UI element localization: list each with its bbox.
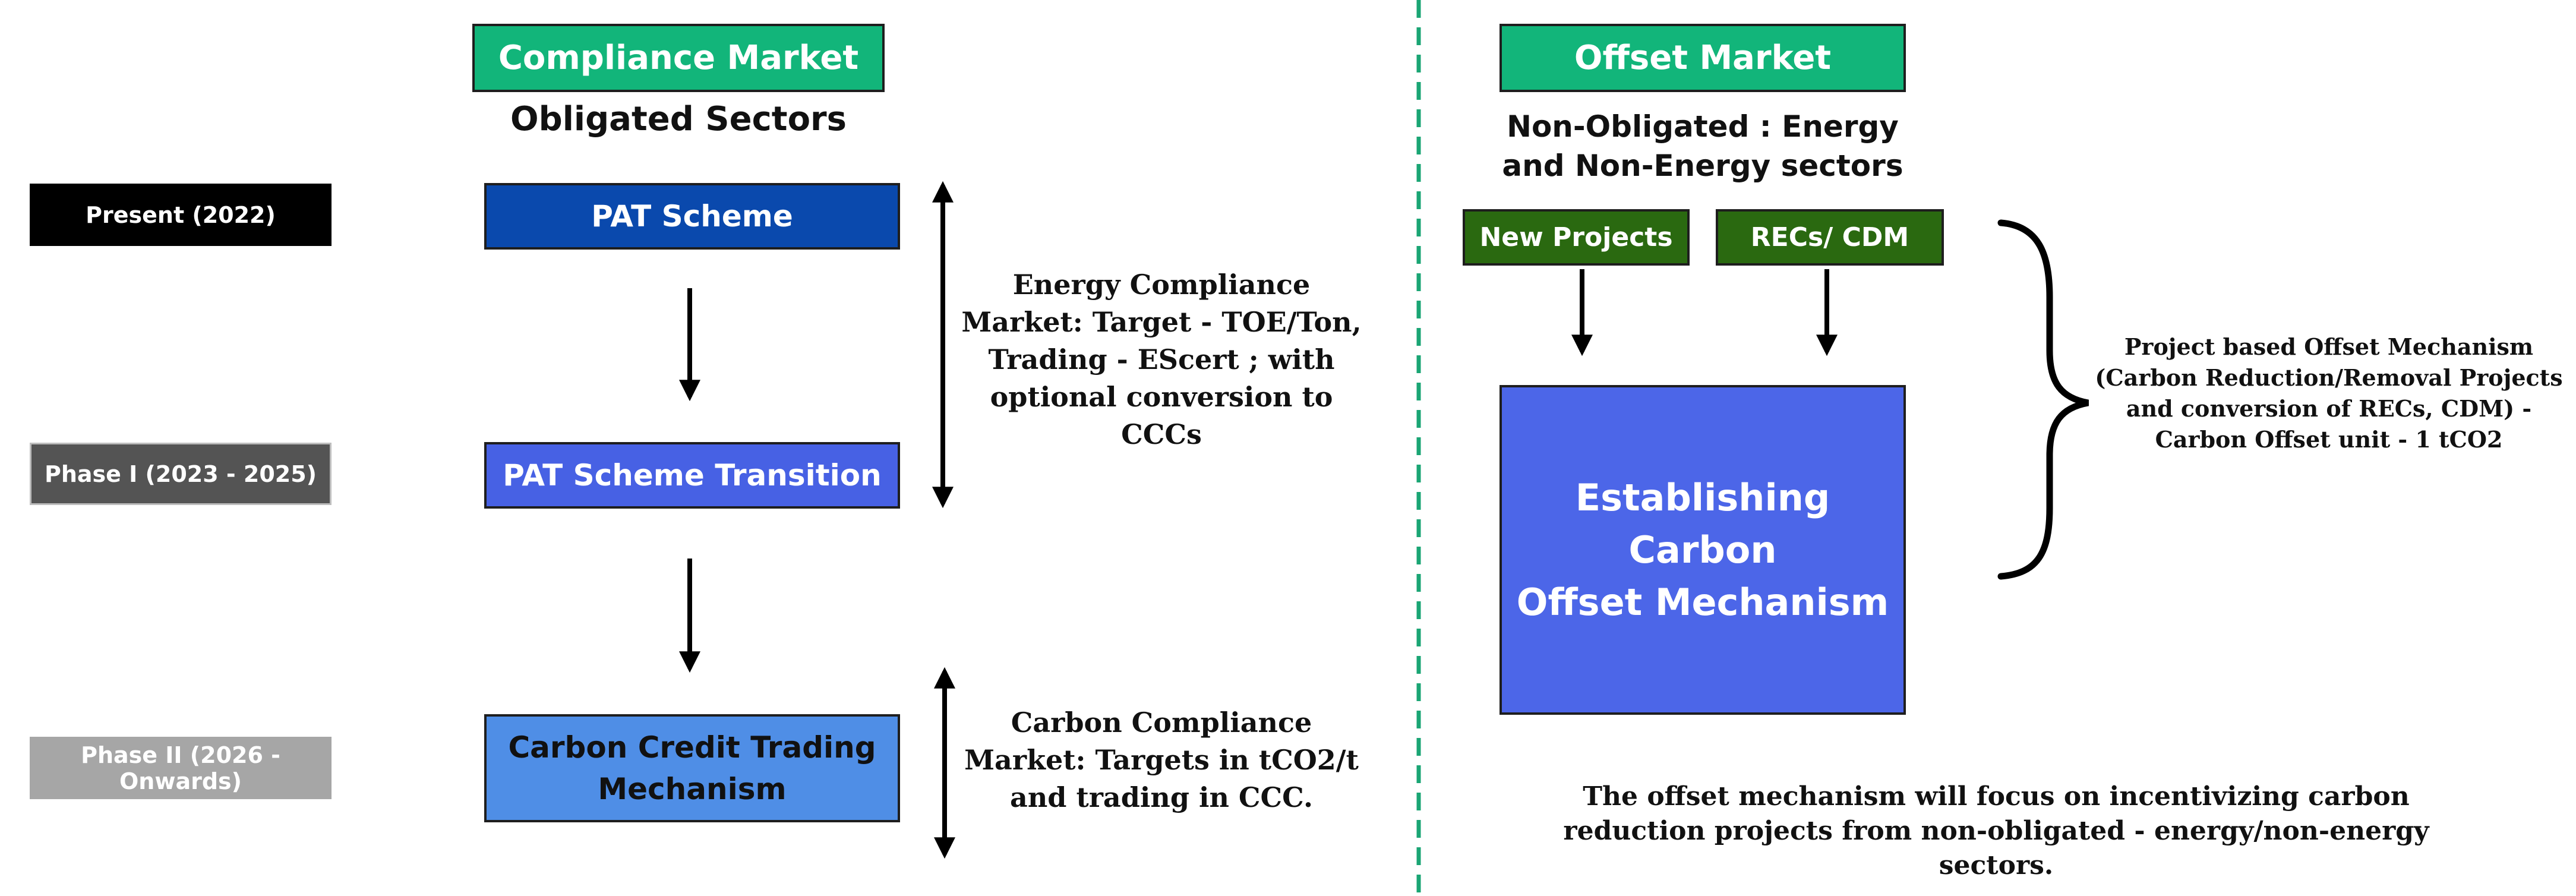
recs-cdm-text: RECs/ CDM — [1750, 222, 1909, 253]
non-obligated-line2: and Non-Energy sectors — [1502, 149, 1903, 183]
pat-scheme-transition-box: PAT Scheme Transition — [484, 442, 900, 509]
compliance-market-header: Compliance Market — [472, 24, 885, 92]
offset-market-header: Offset Market — [1499, 24, 1906, 92]
non-obligated-line1: Non-Obligated : Energy — [1507, 109, 1899, 144]
compliance-market-header-text: Compliance Market — [498, 39, 859, 77]
phase-label-present-text: Present (2022) — [86, 201, 276, 228]
cctm-line2: Mechanism — [598, 772, 787, 806]
offset-mechanism-line2: Offset Mechanism — [1516, 580, 1889, 624]
offset-footer: The offset mechanism will focus on incen… — [1563, 781, 2429, 881]
pat-scheme-text: PAT Scheme — [591, 199, 793, 234]
phase-label-phase2: Phase II (2026 - Onwards) — [30, 737, 332, 799]
offset-footer-text: The offset mechanism will focus on incen… — [1551, 780, 2442, 883]
carbon-compliance-text: Carbon Compliance Market: Targets in tCO… — [964, 706, 1359, 813]
project-offset-text: Project based Offset Mechanism (Carbon R… — [2095, 333, 2563, 453]
obligated-sectors-text: Obligated Sectors — [510, 100, 847, 138]
energy-compliance-market-text: Energy Compliance Market: Target - TOE/T… — [959, 266, 1363, 453]
non-obligated-subheading: Non-Obligated : Energy and Non-Energy se… — [1458, 107, 1947, 185]
curly-brace — [1997, 219, 2089, 580]
cctm-line1: Carbon Credit Trading — [508, 730, 876, 765]
obligated-sectors-subheading: Obligated Sectors — [472, 100, 885, 138]
offset-mechanism-line1: Establishing Carbon — [1575, 475, 1830, 572]
energy-compliance-text: Energy Compliance Market: Target - TOE/T… — [961, 269, 1362, 450]
pat-scheme-transition-text: PAT Scheme Transition — [503, 458, 882, 493]
phase-label-present: Present (2022) — [30, 184, 332, 246]
new-projects-box: New Projects — [1463, 209, 1690, 266]
phase-label-phase1: Phase I (2023 - 2025) — [30, 443, 332, 505]
carbon-offset-mechanism-box: Establishing Carbon Offset Mechanism — [1499, 385, 1906, 715]
pat-scheme-box: PAT Scheme — [484, 183, 900, 250]
phase-label-phase1-text: Phase I (2023 - 2025) — [44, 460, 317, 487]
carbon-compliance-market-text: Carbon Compliance Market: Targets in tCO… — [959, 704, 1363, 816]
project-offset-mechanism-text: Project based Offset Mechanism (Carbon R… — [2094, 332, 2564, 455]
offset-market-header-text: Offset Market — [1574, 39, 1832, 77]
recs-cdm-box: RECs/ CDM — [1716, 209, 1944, 266]
carbon-credit-trading-box: Carbon Credit Trading Mechanism — [484, 714, 900, 822]
new-projects-text: New Projects — [1479, 222, 1673, 253]
phase-label-phase2-text: Phase II (2026 - Onwards) — [81, 742, 280, 794]
